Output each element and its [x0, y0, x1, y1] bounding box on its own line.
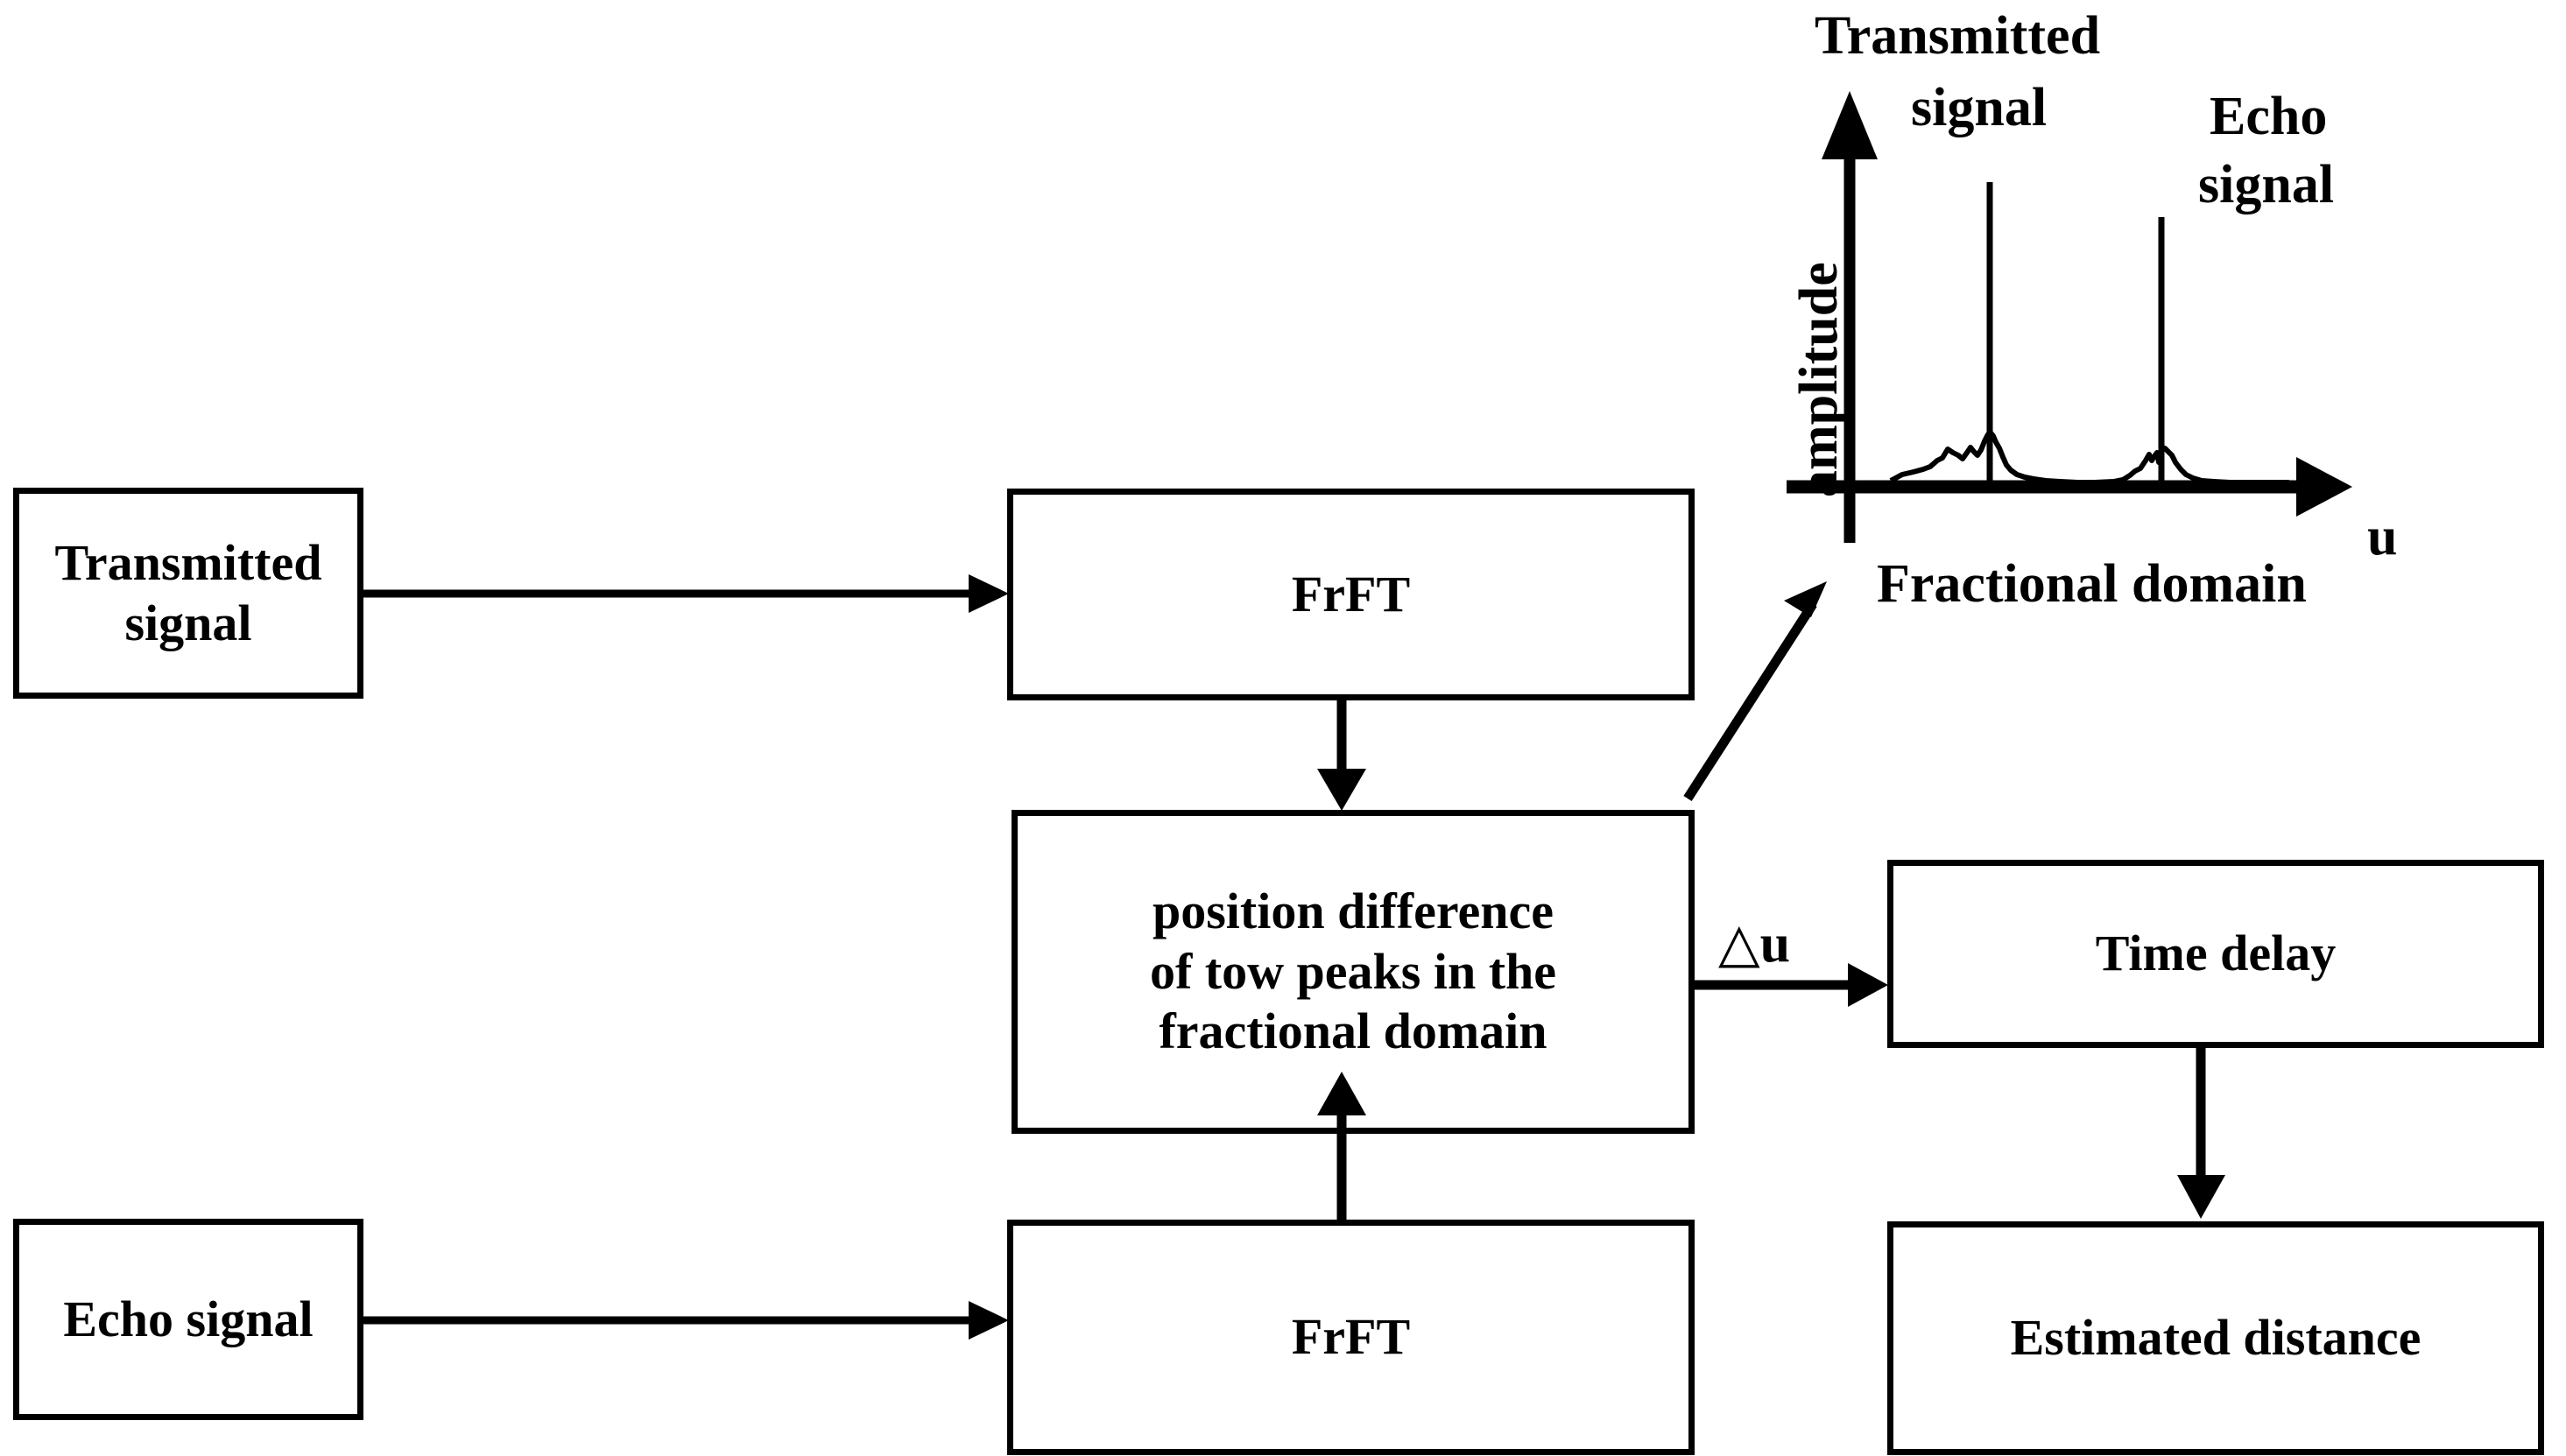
chart-xlabel-fractional-domain: Fractional domain — [1877, 554, 2307, 614]
chart-ylabel-amplitude: amplitude — [1789, 262, 1849, 497]
chart-annotation-echo-line1: Echo — [2210, 87, 2328, 146]
edge-label-delta-u: △u — [1718, 914, 1791, 974]
box-label-frft-bottom: FrFT — [1291, 1308, 1411, 1366]
box-transmitted-signal[interactable]: Transmitted signal — [13, 488, 363, 699]
box-label-estimated-distance: Estimated distance — [2010, 1309, 2421, 1367]
edge-time-delay-to-distance — [2177, 1048, 2225, 1219]
chart-annotation-transmitted-line1: Transmitted — [1815, 6, 2101, 66]
box-label-position-difference: position difference of tow peaks in the … — [1149, 883, 1557, 1060]
edge-echo-to-frft — [363, 1301, 1009, 1340]
box-label-frft-top: FrFT — [1291, 565, 1411, 622]
edge-transmitted-to-frft — [363, 574, 1009, 613]
box-estimated-distance[interactable]: Estimated distance — [1887, 1221, 2544, 1455]
box-label-transmitted-signal: Transmitted signal — [54, 534, 322, 651]
box-label-echo-signal: Echo signal — [63, 1290, 314, 1347]
chart-annotation-transmitted-line2: signal — [1911, 78, 2048, 137]
chart-noise-floor-curve — [1889, 429, 2289, 485]
box-position-difference[interactable]: position difference of tow peaks in the … — [1012, 810, 1695, 1134]
chart-annotation-echo-line2: signal — [2198, 155, 2335, 215]
box-label-time-delay: Time delay — [2095, 925, 2337, 982]
edge-frft-top-to-position — [1317, 700, 1366, 811]
box-frft-top[interactable]: FrFT — [1007, 489, 1695, 700]
box-time-delay[interactable]: Time delay — [1887, 860, 2544, 1048]
box-echo-signal[interactable]: Echo signal — [13, 1219, 363, 1420]
box-frft-bottom[interactable]: FrFT — [1007, 1220, 1695, 1455]
chart-axis-tip-label-u: u — [2367, 507, 2398, 566]
edge-position-to-plot — [1683, 581, 1827, 801]
